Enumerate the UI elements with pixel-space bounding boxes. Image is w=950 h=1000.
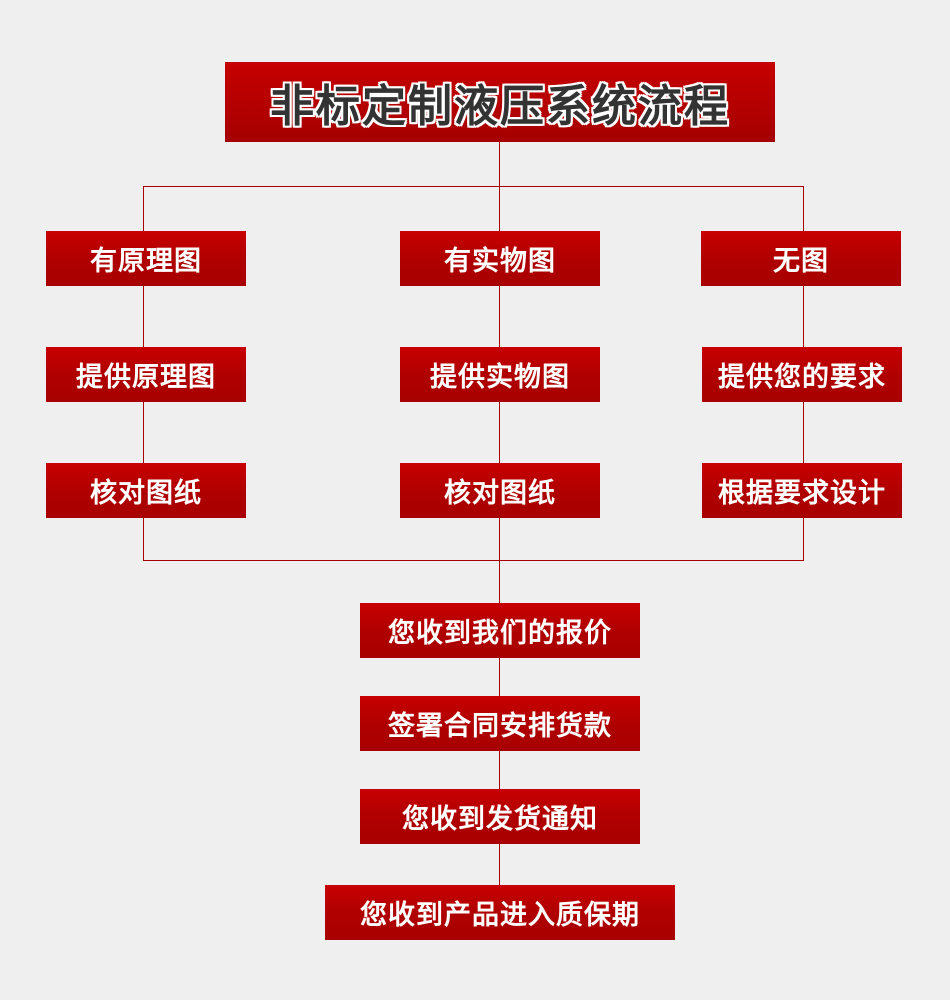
step-right-3: 根据要求设计 — [702, 463, 902, 518]
connector-line — [499, 658, 500, 885]
final-step-quote: 您收到我们的报价 — [360, 603, 640, 658]
final-step-warranty: 您收到产品进入质保期 — [325, 885, 675, 940]
step-mid-2: 提供实物图 — [400, 347, 600, 402]
step-mid-1: 有实物图 — [400, 231, 600, 286]
step-left-2: 提供原理图 — [46, 347, 246, 402]
flowchart-title: 非标定制液压系统流程 — [225, 62, 775, 142]
connector-line — [143, 186, 804, 187]
step-right-1: 无图 — [701, 231, 901, 286]
step-right-2: 提供您的要求 — [702, 347, 902, 402]
final-step-contract: 签署合同安排货款 — [360, 696, 640, 751]
step-mid-3: 核对图纸 — [400, 463, 600, 518]
step-left-3: 核对图纸 — [46, 463, 246, 518]
final-step-shipping: 您收到发货通知 — [360, 789, 640, 844]
connector-line — [143, 560, 804, 561]
step-left-1: 有原理图 — [46, 231, 246, 286]
